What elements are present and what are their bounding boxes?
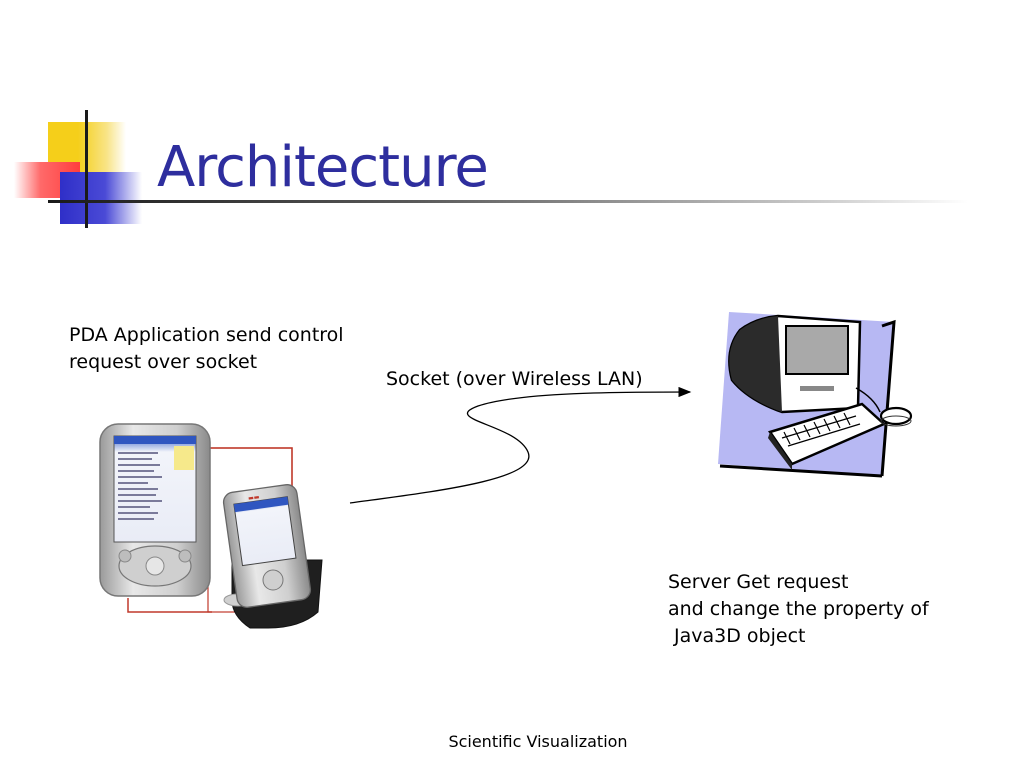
connection-label: Socket (over Wireless LAN): [386, 368, 643, 390]
svg-text:▬▬: ▬▬: [248, 494, 261, 503]
slide-title: Architecture: [157, 135, 489, 200]
monitor-side: [729, 316, 782, 412]
decor-vertical-line: [85, 110, 88, 228]
server-description-line-3: Java3D object: [668, 625, 806, 647]
pda-center-button: [145, 556, 165, 576]
slide-footer: Scientific Visualization: [448, 732, 628, 751]
title-underline: [48, 200, 968, 203]
pda-description: PDA Application send control request ove…: [69, 322, 344, 376]
cradle-pda-icon: ▬▬: [222, 484, 323, 629]
pda-screen-note: [174, 446, 194, 470]
pda-screen-list: [118, 452, 162, 520]
pda-description-line-2: request over socket: [69, 351, 258, 373]
monitor-slot: [800, 386, 834, 391]
desktop-computer-icon: [718, 312, 913, 478]
pda-screen-header: [114, 436, 196, 444]
socket-connection-line: [349, 386, 692, 504]
monitor-screen: [785, 325, 849, 375]
pda-description-line-1: PDA Application send control: [69, 324, 344, 346]
server-description-line-2: and change the property of: [668, 598, 929, 620]
server-description-line-1: Server Get request: [668, 571, 849, 593]
pda-device-icon: ▬▬: [99, 423, 323, 629]
keyboard-icon: [768, 402, 887, 470]
server-description: Server Get request and change the proper…: [668, 569, 929, 650]
mouse-icon: [855, 387, 913, 427]
decor-blue-square: [60, 172, 142, 224]
